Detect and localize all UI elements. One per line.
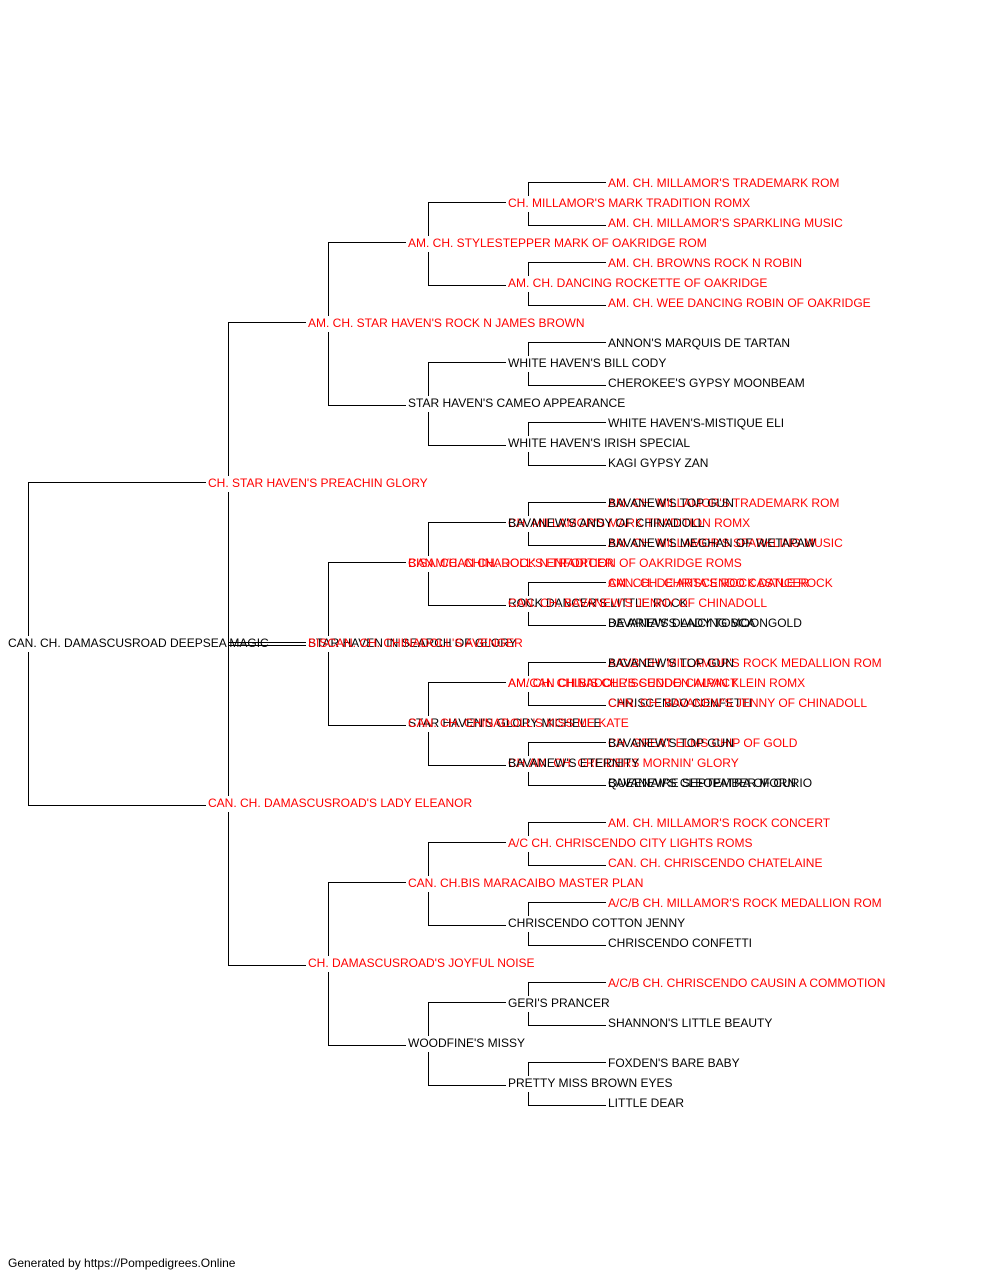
dog-name: CHRISCENDO CONFETTI — [608, 936, 752, 950]
dog-name: CHRISCENDO COTTON JENNY — [508, 916, 685, 930]
dog-name: A/C/B CH. MILLAMOR'S ROCK MEDALLION ROM — [608, 896, 882, 910]
generated-by-footer: Generated by https://Pompedigrees.Online — [8, 1256, 236, 1270]
dog-name: BISCAN. CH. CHINADOLL'S AVENGER — [308, 636, 523, 650]
dog-name: CAN. CH. CHINADOLL'S ENFORCER — [408, 556, 614, 570]
dog-name: BAVANEW'S MEGHAN OF WETAPAW — [608, 536, 816, 550]
dog-name: AM. CH. STYLESTEPPER MARK OF OAKRIDGE RO… — [408, 236, 707, 250]
dog-name: BAVANEW'S ETERNITY — [508, 756, 639, 770]
dog-name: CAN. CH. CHINADOLL'S KISS ME KATE — [408, 716, 629, 730]
dog-name: ROCK DANCER'S LITTLE ROCK — [508, 596, 688, 610]
dog-name: STAR HAVEN IN SEARCH OF GLORY — [308, 636, 517, 650]
dog-name: WOODFINE'S MISSY — [408, 1036, 525, 1050]
dog-name: BAVANEW'S LADY TOSCA — [608, 616, 755, 630]
dog-name: DE ARTA'S DANCING MOONGOLD — [608, 616, 802, 630]
dog-name: AM. CH. DE ARTA'S ROCK DANCER — [608, 576, 810, 590]
dog-name: STAR HAVEN'S GLORY MICHELLE — [408, 716, 601, 730]
dog-name: A/C/B CH. CHRISCENDO CAUSIN A COMMOTION — [608, 976, 885, 990]
dog-name: CHRISCENDO CONFETTI — [608, 696, 752, 710]
dog-name: KAGI GYPSY ZAN — [608, 456, 708, 470]
dog-name: AM. CH. MILLAMOR'S SPARKLING MUSIC — [608, 216, 843, 230]
dog-name: CH. DAMASCUSROAD'S JOYFUL NOISE — [308, 956, 535, 970]
dog-name: CH.AM. CH. CREIDERS MORNIN' GLORY — [508, 756, 739, 770]
dog-name: BISAM/CAN CH. ROCK N TRADITION OF OAKRID… — [408, 556, 742, 570]
dog-name: AM. CH. MILLAMOR'S SPARKLING MUSIC — [608, 536, 843, 550]
dog-name: AM. CH. MILLAMOR'S ROCK CONCERT — [608, 816, 831, 830]
dog-name: BAVANEW'S TOP GUN — [608, 496, 734, 510]
dog-name: A/C/B CH. MILLAMOR'S ROCK MEDALLION ROM — [608, 656, 882, 670]
dog-name: WHITE HAVEN'S-MISTIQUE ELI — [608, 416, 784, 430]
dog-name: AM. CH. DANCING ROCKETTE OF OAKRIDGE — [508, 276, 767, 290]
dog-name: CAN. CH. DAMASCUSROAD'S LADY ELEANOR — [208, 796, 472, 810]
dog-name: CH. MILLAMOR'S MARK TRADITION ROMX — [508, 516, 750, 530]
dog-name: WHITE HAVEN'S BILL CODY — [508, 356, 666, 370]
dog-name: CH. STAR HAVEN'S PREACHIN GLORY — [208, 476, 428, 490]
dog-name: AM. CH. WEE DANCING ROBIN OF OAKRIDGE — [608, 296, 871, 310]
dog-name: AM/CAN CH.BIS CHRISCENDO CALVIN KLEIN RO… — [508, 676, 805, 690]
dog-name: CAN. CH. DAMASCUSROAD DEEPSEA MAGIC — [8, 636, 269, 650]
dog-name: BAVANEW'S TOP GUN — [608, 736, 734, 750]
dog-name: WHITE HAVEN'S IRISH SPECIAL — [508, 436, 690, 450]
dog-name: CH. MILLAMOR'S MARK TRADITION ROMX — [508, 196, 750, 210]
dog-name: AM. CH. BROWNS ROCK N ROBIN — [608, 256, 802, 270]
dog-name: CHEROKEE'S GYPSY MOONBEAM — [608, 376, 805, 390]
dog-name: CAN. CH.BIS MARACAIBO MASTER PLAN — [408, 876, 643, 890]
dog-name: BAVANEW'S CLEOPATRA OF CURIO — [608, 776, 812, 790]
dog-name: STAR HAVEN'S CAMEO APPEARANCE — [408, 396, 625, 410]
dog-name: CAN. CH. CHRISCENDO CASTLE ROCK — [608, 576, 833, 590]
dog-name: FOXDEN'S BARE BABY — [608, 1056, 740, 1070]
dog-name: CAN. CH. BAVANEW'S JENNY OF CHINADOLL — [608, 696, 867, 710]
dog-name: BAVANEW'S ANDY OF CHINADOLL — [508, 516, 705, 530]
dog-name: ANNON'S MARQUIS DE TARTAN — [608, 336, 790, 350]
dog-name: CAN. CH. CHRISCENDO CHATELAINE — [608, 856, 822, 870]
dog-name: AM. CH. CHINADOLL'S SUDDEN IMPACT — [508, 676, 738, 690]
dog-name: A/C CH. CHRISCENDO CITY LIGHTS ROMS — [508, 836, 752, 850]
dog-name: AM. CH. STAR HAVEN'S ROCK N JAMES BROWN — [308, 316, 585, 330]
dog-name: LITTLE DEAR — [608, 1096, 684, 1110]
dog-name: SHANNON'S LITTLE BEAUTY — [608, 1016, 772, 1030]
dog-name: AM. CH. MILLAMOR'S TRADEMARK ROM — [608, 176, 839, 190]
dog-name: BAVANEW'S TOP GUN — [608, 656, 734, 670]
dog-name: GERI'S PRANCER — [508, 996, 610, 1010]
dog-name: QUEENAIRE SEPTEMBER MORN — [608, 776, 796, 790]
dog-name: CH. GREAT ELMS CHIP OF GOLD — [608, 736, 798, 750]
dog-name: CAN. CH. BAVANEW'S JENNY OF CHINADOLL — [508, 596, 767, 610]
dog-name: AM. CH. MILLAMOR'S TRADEMARK ROM — [608, 496, 839, 510]
dog-name: PRETTY MISS BROWN EYES — [508, 1076, 672, 1090]
